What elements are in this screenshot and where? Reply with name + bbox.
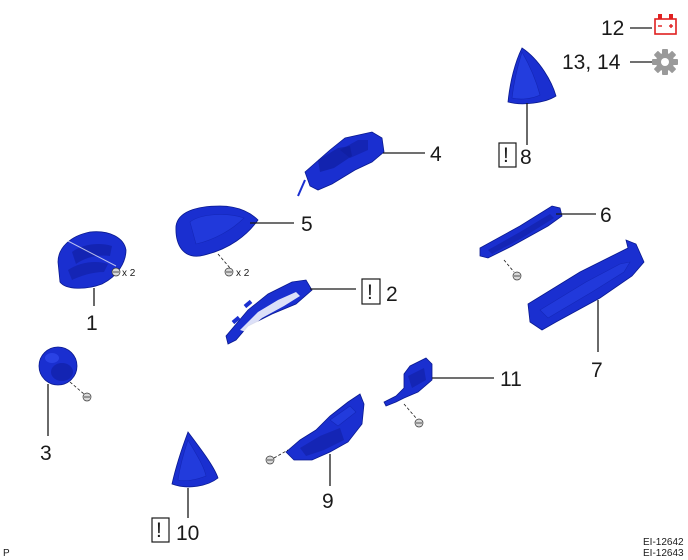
callout-3: 3 (40, 442, 52, 465)
callout-8: 8 (520, 146, 532, 169)
part-7: 7 (527, 239, 645, 382)
corner-label: P (3, 548, 10, 559)
screw-5 (224, 267, 234, 277)
screw-3 (82, 392, 92, 402)
screw-9 (265, 455, 275, 465)
screw-1 (111, 267, 121, 277)
part-9: 9 (265, 393, 365, 513)
callout-4: 4 (430, 143, 442, 166)
part-10: ! 10 (151, 431, 219, 545)
part-6: 6 (479, 204, 612, 281)
screw-11 (414, 418, 424, 428)
part-8: ! 8 (498, 47, 557, 169)
qty-label-1: x 2 (122, 268, 136, 279)
part-1: 1 x 2 (57, 231, 136, 335)
callout-1: 1 (86, 312, 98, 335)
warning-box-10 (151, 517, 170, 543)
warning-mark-10: ! (156, 519, 162, 542)
warning-mark-8: ! (503, 144, 509, 167)
warning-mark-2: ! (367, 281, 373, 304)
callout-2: 2 (386, 283, 398, 306)
callout-7: 7 (591, 359, 603, 382)
callout-11: 11 (500, 368, 522, 391)
callout-9: 9 (322, 490, 334, 513)
part-4: 4 (297, 131, 442, 197)
callout-6: 6 (600, 204, 612, 227)
callout-10: 10 (176, 522, 199, 545)
callout-13-14: 13, 14 (562, 51, 621, 74)
figure-code-2: EI-12643 (643, 548, 684, 559)
battery-icon (654, 14, 677, 35)
gear-icon (652, 49, 678, 75)
warning-box-8 (498, 142, 517, 168)
legend-battery: 12 (601, 14, 677, 40)
warning-box-2 (361, 278, 381, 305)
callout-12: 12 (601, 17, 624, 40)
legend-gear: 13, 14 (562, 49, 678, 75)
screw-6 (512, 271, 522, 281)
part-3: 3 (38, 346, 92, 465)
part-11: 11 (383, 357, 522, 428)
qty-label-5: x 2 (236, 268, 250, 279)
figure-code-1: EI-12642 (643, 537, 684, 548)
part-2: ! 2 (225, 278, 398, 345)
callout-5: 5 (301, 213, 313, 236)
part-5: 5 x 2 (175, 205, 313, 279)
